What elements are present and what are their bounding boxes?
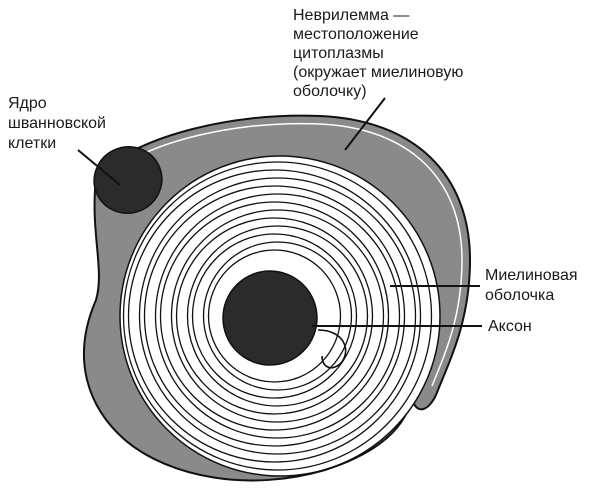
label-axon: Аксон (488, 318, 532, 335)
label-nucleus: Ядро шванновской клетки (8, 95, 110, 152)
axon (223, 271, 317, 365)
label-neurilemma: Неврилемма — местоположение цитоплазмы (… (293, 7, 468, 100)
label-myelin: Миелиновая оболочка (485, 267, 582, 304)
